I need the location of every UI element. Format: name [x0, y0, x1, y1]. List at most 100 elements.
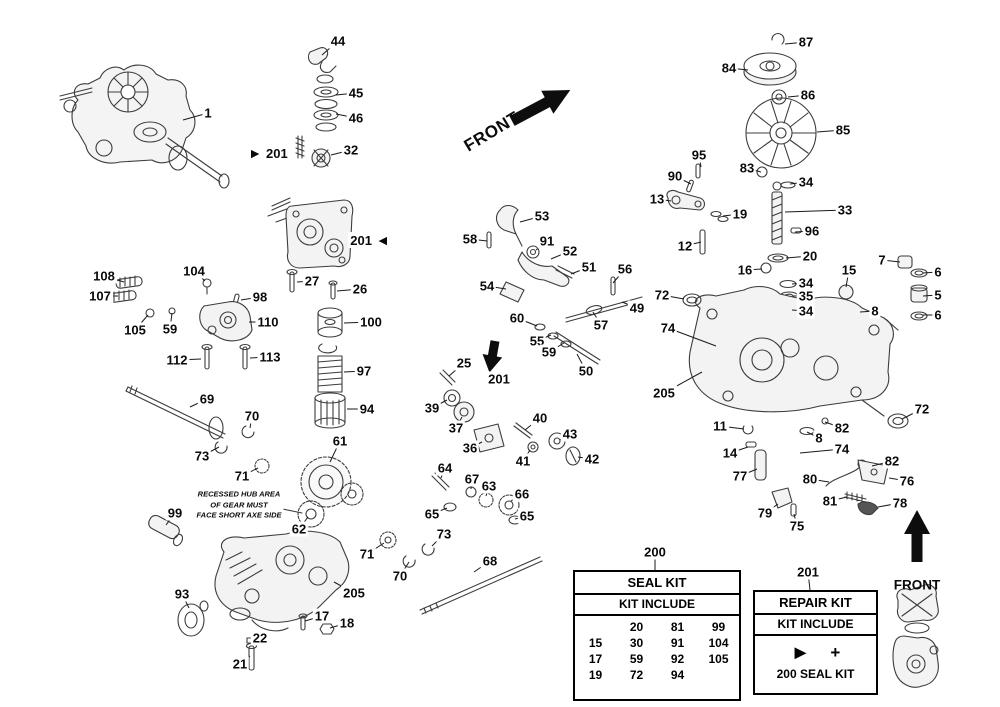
art-center-housing-201	[285, 199, 354, 269]
art-washer-stack-45-46	[313, 74, 339, 132]
leader-line-71	[366, 542, 385, 555]
leader-line-96	[794, 230, 813, 233]
seal-kit-cell: 94	[670, 668, 685, 682]
leader-line-66	[510, 493, 523, 502]
leader-line-22	[250, 637, 261, 643]
leader-line-41	[522, 449, 531, 462]
art-orientation-view	[892, 584, 939, 688]
leader-line-76	[888, 477, 908, 482]
leader-line-43	[559, 433, 571, 441]
leader-line-36	[469, 441, 483, 449]
art-fan-pulley-right	[743, 33, 817, 169]
repair-kit-title: REPAIR KIT	[755, 592, 876, 615]
leader-line-11	[719, 425, 745, 430]
leader-line-70	[249, 415, 253, 429]
leader-line-68	[473, 560, 491, 573]
seal-kit-cell: 92	[670, 652, 685, 666]
leader-line-91	[535, 240, 548, 251]
art-right-small-parts	[897, 255, 928, 321]
art-main-housing-205	[682, 285, 909, 429]
leader-line-83	[746, 167, 762, 173]
leader-line-49	[621, 301, 638, 309]
leader-line-62	[298, 516, 309, 530]
leader-line-86	[787, 94, 809, 98]
leader-line-44	[321, 40, 339, 56]
leader-line-100	[343, 321, 372, 324]
seal-kit-cell: 99	[711, 620, 726, 634]
leader-line-17	[304, 615, 323, 622]
leader-line-54	[486, 285, 507, 290]
leader-line-87	[784, 41, 807, 45]
leader-line-21	[239, 655, 251, 665]
note-line: RECESSED HUB AREA	[197, 489, 281, 499]
leader-line-93	[181, 593, 190, 609]
leader-line-65	[514, 515, 528, 520]
leader-line-79	[764, 503, 779, 514]
leader-line-1	[182, 112, 209, 121]
leader-line-112	[176, 358, 202, 361]
leader-line-8	[806, 431, 820, 439]
leader-line-46	[335, 113, 357, 119]
leader-line-55	[536, 334, 552, 342]
leader-line-105	[134, 314, 149, 331]
leader-line-71	[241, 467, 259, 477]
front-direction-label-bottom: FRONT	[893, 577, 941, 593]
leader-line-90	[674, 175, 692, 185]
note-line: FACE SHORT AXE SIDE	[196, 510, 282, 520]
leader-line-58	[469, 238, 488, 242]
art-spring-pin-32	[295, 135, 331, 168]
leader-line-77	[739, 468, 758, 477]
leader-line-5	[922, 294, 939, 297]
leader-line-13	[656, 198, 672, 202]
leader-line-18	[329, 622, 348, 629]
art-brake-arm-13	[666, 189, 729, 223]
seal-kit-cell: 104	[708, 636, 729, 650]
leader-line-85	[816, 129, 844, 133]
leader-line-70	[399, 561, 410, 577]
art-bolt-27-pin-26	[286, 268, 338, 300]
seal-kit-cell: 30	[629, 636, 644, 650]
art-bracket-110	[199, 301, 253, 342]
leader-line-52	[550, 250, 571, 260]
leader-line-33	[784, 209, 846, 213]
leader-line-61	[329, 440, 341, 463]
leader-line-82	[824, 421, 843, 429]
seal-kit-cell: 81	[670, 620, 685, 634]
plus-sign: +	[830, 643, 841, 662]
gear-orientation-note: RECESSED HUB AREA OF GEAR MUST FACE SHOR…	[194, 488, 284, 522]
leader-line-6	[922, 271, 939, 274]
art-pins-group-201	[267, 197, 299, 223]
art-lower-housing-205	[214, 530, 350, 632]
leader-line-8	[859, 310, 876, 313]
leader-line-27	[296, 280, 313, 283]
leader-line-25	[448, 362, 465, 377]
leader-line-98	[240, 296, 261, 301]
leader-line-65	[431, 507, 448, 515]
leader-line-37	[455, 416, 463, 429]
leader-line-113	[249, 356, 271, 359]
art-pulley-93	[177, 600, 209, 637]
leader-line-7	[881, 259, 901, 263]
front-arrow-bottom-icon	[904, 510, 930, 562]
leader-line-51	[570, 266, 590, 275]
leader-line-53	[519, 215, 543, 223]
front-arrow-top-icon	[509, 90, 571, 126]
leader-line-32	[330, 149, 352, 156]
leader-line-34	[791, 309, 807, 312]
seal-kit-cell: 105	[708, 652, 729, 666]
art-control-levers	[486, 204, 643, 365]
leader-line-19	[722, 213, 741, 217]
leader-line-12	[684, 241, 702, 247]
art-brake-puck-99	[148, 514, 184, 547]
seal-kit-cell: 91	[670, 636, 685, 650]
leader-line-45	[335, 92, 357, 96]
down-arrow-201-icon	[482, 340, 503, 373]
leader-line-95	[698, 154, 702, 168]
leader-line-99	[165, 512, 176, 526]
leader-line-73	[201, 446, 220, 457]
